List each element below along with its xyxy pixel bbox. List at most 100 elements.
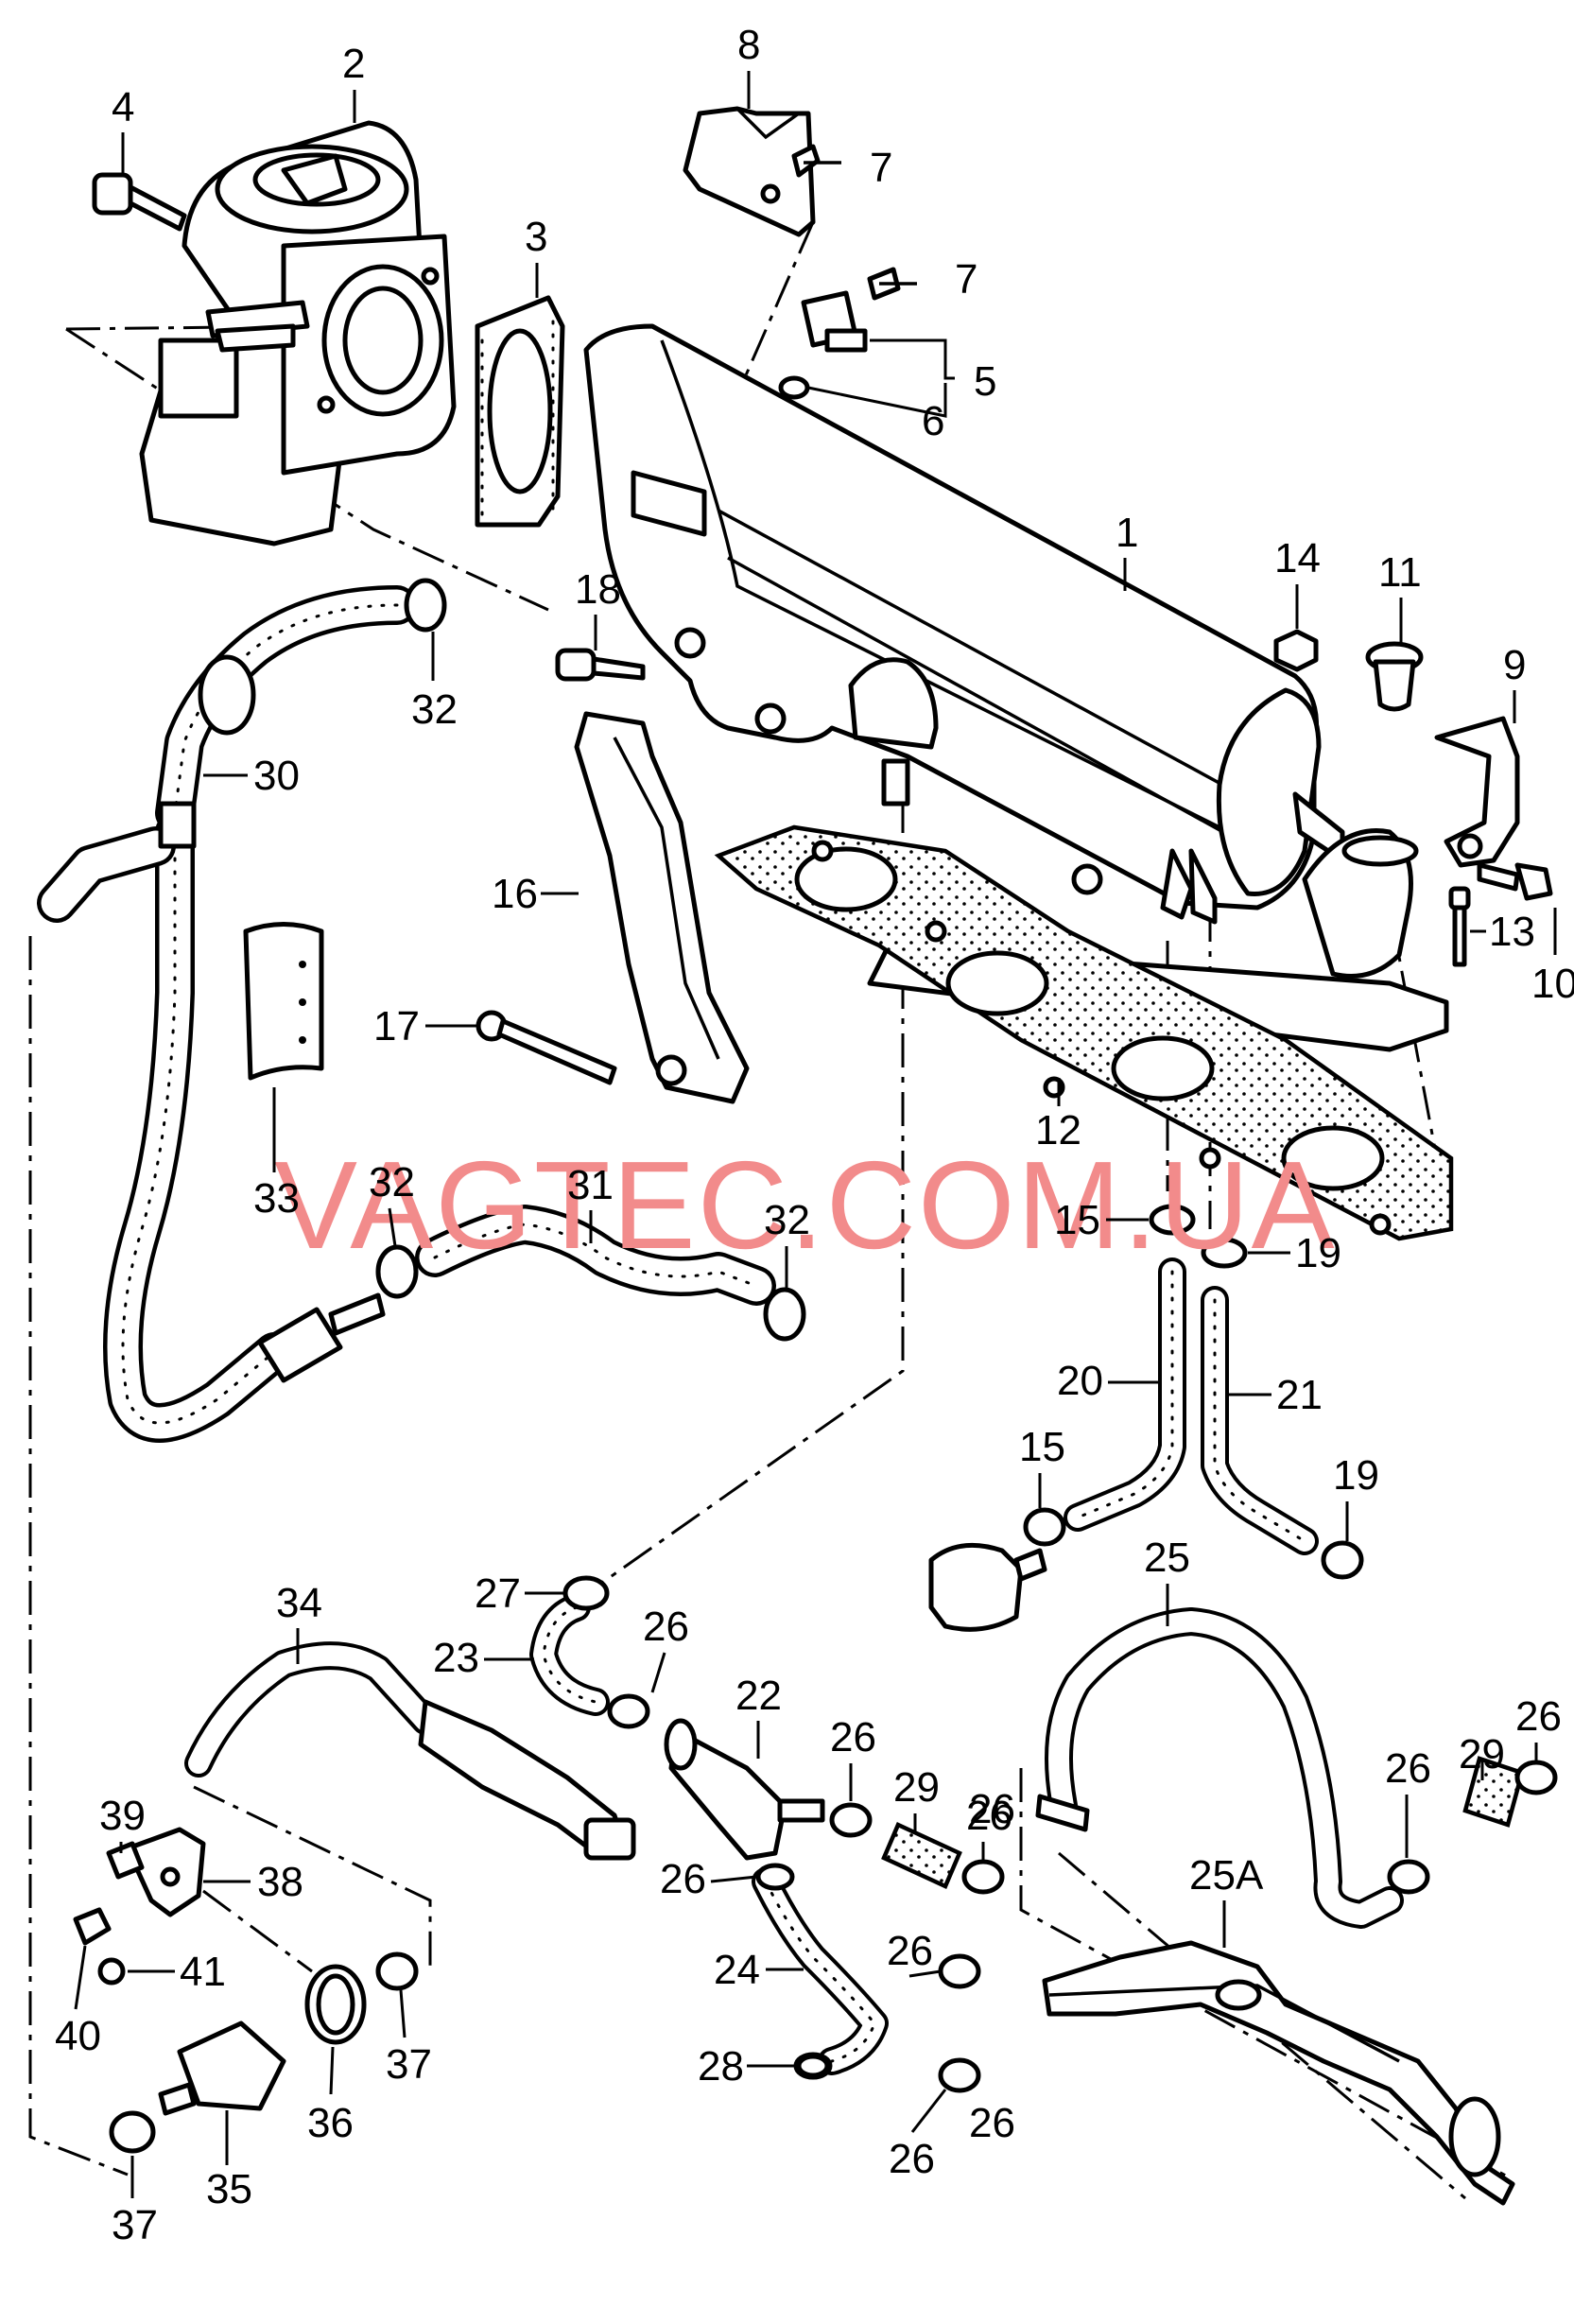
callout-32a: 32 bbox=[411, 686, 458, 733]
callout-30: 30 bbox=[253, 753, 300, 799]
hose-21 bbox=[1201, 1286, 1319, 1555]
hose-23 bbox=[529, 1575, 610, 1716]
callout-20: 20 bbox=[1057, 1358, 1103, 1404]
callout-38: 38 bbox=[257, 1859, 303, 1905]
bracket-9 bbox=[1434, 716, 1520, 868]
grommet-39 bbox=[106, 1841, 145, 1880]
throttle-gasket bbox=[475, 295, 565, 528]
hose-20 bbox=[1064, 1257, 1186, 1532]
callout-26c: 26 bbox=[966, 1793, 1012, 1839]
callout-36: 36 bbox=[307, 2100, 354, 2146]
bolt-13 bbox=[1448, 886, 1471, 967]
callout-14: 14 bbox=[1274, 535, 1321, 581]
support-bracket-16 bbox=[574, 711, 750, 1104]
bracket-8 bbox=[683, 106, 816, 237]
hose-34 bbox=[184, 1641, 636, 1861]
callout-26h: 26 bbox=[1515, 1693, 1562, 1740]
callout-26d: 26 bbox=[660, 1856, 706, 1902]
callout-24: 24 bbox=[714, 1947, 760, 1993]
mounting-ring-36 bbox=[304, 1964, 367, 2045]
bracket-38 bbox=[125, 1827, 206, 1917]
callout-7b: 7 bbox=[955, 256, 977, 303]
callout-12: 12 bbox=[1035, 1107, 1081, 1153]
callout-8: 8 bbox=[737, 22, 760, 68]
callout-4: 4 bbox=[112, 84, 134, 130]
hose-31 bbox=[415, 1205, 776, 1306]
callout-26j: 26 bbox=[969, 2100, 1015, 2146]
bolt-17 bbox=[476, 1010, 617, 1085]
callout-28: 28 bbox=[698, 2043, 744, 2090]
callout-19b: 19 bbox=[1333, 1452, 1379, 1499]
callouts: 1 2 3 4 5 6 7 7 8 9 10 11 12 13 14 15 15… bbox=[55, 22, 1574, 2248]
manifold-gasket bbox=[714, 824, 1454, 1241]
throttle-body bbox=[139, 120, 457, 546]
callout-11: 11 bbox=[1378, 549, 1422, 596]
grommet-41 bbox=[97, 1957, 126, 1986]
clamp-26 bbox=[607, 1693, 1558, 2093]
callout-25: 25 bbox=[1144, 1535, 1190, 1581]
bolt-4 bbox=[92, 172, 187, 232]
callout-39: 39 bbox=[99, 1793, 146, 1839]
cap-11 bbox=[1365, 641, 1424, 712]
bolt-18 bbox=[555, 648, 646, 682]
callout-34: 34 bbox=[276, 1580, 322, 1626]
callout-2: 2 bbox=[342, 41, 365, 87]
callout-32c: 32 bbox=[764, 1197, 810, 1243]
heat-shield-33 bbox=[243, 922, 324, 1081]
callout-26a: 26 bbox=[643, 1604, 689, 1650]
clamp-19 bbox=[1201, 1237, 1364, 1580]
clamp-37 bbox=[109, 1951, 419, 2154]
nut-40 bbox=[73, 1907, 112, 1946]
clamp-28 bbox=[796, 2054, 830, 2078]
callout-21: 21 bbox=[1276, 1372, 1323, 1418]
sensor-5 bbox=[778, 290, 868, 400]
filter-22 bbox=[664, 1718, 825, 1861]
pressure-regulator bbox=[928, 1542, 1047, 1632]
callout-35: 35 bbox=[206, 2166, 252, 2212]
callout-15a: 15 bbox=[1054, 1197, 1100, 1243]
callout-15b: 15 bbox=[1019, 1424, 1065, 1470]
callout-19a: 19 bbox=[1295, 1230, 1341, 1276]
callout-32b: 32 bbox=[369, 1159, 415, 1205]
callout-3: 3 bbox=[525, 214, 547, 260]
callout-10: 10 bbox=[1531, 961, 1574, 1007]
callout-31: 31 bbox=[567, 1162, 614, 1208]
callout-26i: 26 bbox=[969, 1786, 1015, 1832]
hose-30 bbox=[37, 585, 417, 1443]
callout-26b: 26 bbox=[830, 1714, 876, 1760]
callout-7a: 7 bbox=[870, 145, 892, 191]
bolt-10 bbox=[1477, 862, 1553, 901]
callout-9: 9 bbox=[1503, 642, 1526, 688]
clamp-15 bbox=[1023, 1204, 1196, 1547]
callout-37a: 37 bbox=[386, 2041, 432, 2088]
callout-41: 41 bbox=[180, 1949, 226, 1995]
callout-26g: 26 bbox=[1385, 1745, 1431, 1792]
callout-27: 27 bbox=[475, 1570, 521, 1617]
hose-25 bbox=[1035, 1607, 1404, 1929]
hose-29 bbox=[881, 1756, 1525, 1890]
callout-6: 6 bbox=[922, 398, 944, 444]
callout-33: 33 bbox=[253, 1175, 300, 1222]
callout-23: 23 bbox=[433, 1635, 479, 1681]
intake-manifold bbox=[583, 323, 1449, 1052]
nut-14 bbox=[1273, 629, 1319, 672]
callout-26e: 26 bbox=[887, 1928, 933, 1974]
callout-17: 17 bbox=[373, 1003, 420, 1049]
callout-1: 1 bbox=[1116, 510, 1138, 556]
callout-22: 22 bbox=[735, 1673, 782, 1719]
callout-13: 13 bbox=[1489, 909, 1535, 955]
callout-18: 18 bbox=[575, 566, 621, 613]
callout-16: 16 bbox=[492, 871, 538, 917]
hose-assembly-25A bbox=[1042, 1940, 1515, 2206]
check-valve bbox=[257, 1292, 386, 1383]
callout-40: 40 bbox=[55, 2013, 101, 2059]
watermark: VAGTEC.COM.UA bbox=[274, 1136, 1337, 1275]
callout-5: 5 bbox=[974, 358, 996, 405]
bolt-7 bbox=[791, 144, 917, 301]
hose-24 bbox=[752, 1867, 889, 2080]
callout-37b: 37 bbox=[112, 2202, 158, 2248]
valve-35 bbox=[158, 2020, 286, 2116]
callout-26f: 26 bbox=[889, 2136, 935, 2182]
